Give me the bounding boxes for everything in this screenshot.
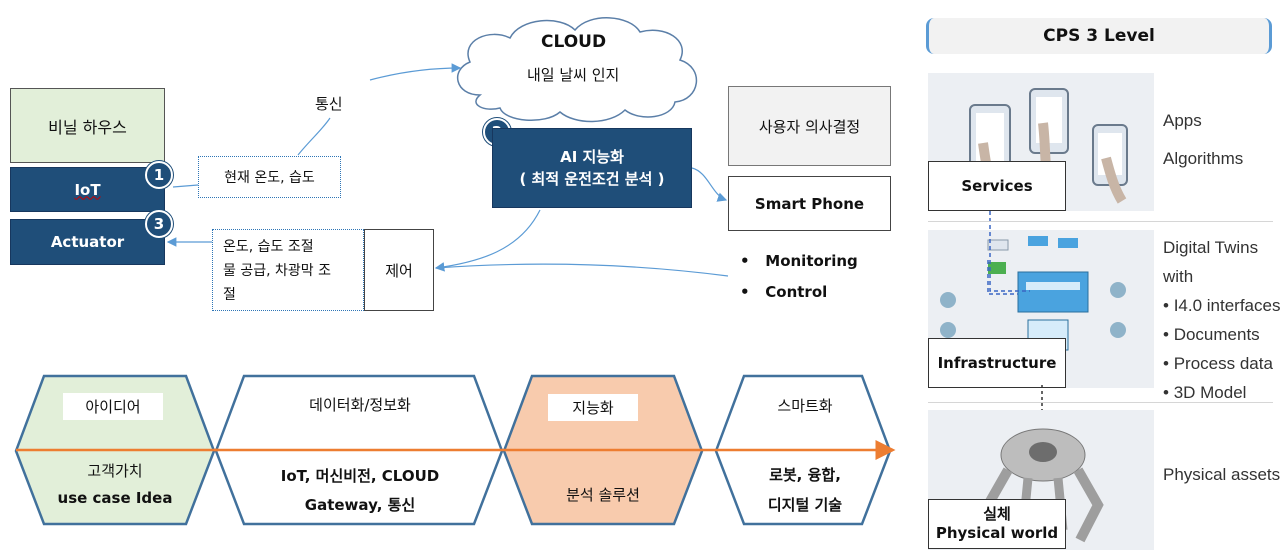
control-action-2: 물 공급, 차광막 조 [223,263,331,279]
ai-box: AI 지능화 ( 최적 운전조건 분석 ) [492,128,692,208]
stage-idea-body: 고객가치 use case Idea [25,458,205,512]
stage-data-line2: Gateway, 통신 [304,496,416,514]
level-divider-1 [928,221,1273,222]
stage-intel-body: 분석 솔루션 [566,486,640,504]
cloud-title: CLOUD [541,32,607,52]
legend-digital-twins: Digital Twins with [1163,238,1259,286]
current-state-label: 현재 온도, 습도 [224,170,315,186]
actuator-box: Actuator [10,219,165,265]
stage-smart-head: 스마트화 [777,397,833,415]
legend-algorithms: Algorithms [1163,149,1244,168]
bullet-list: • Monitoring • Control [740,246,858,308]
iot-box: IoT [10,167,165,212]
legend-apps: Apps [1163,111,1202,130]
greenhouse-box: 비닐 하우스 [10,88,165,163]
stage-data-head: 데이터화/정보화 [309,396,411,414]
badge-3: 3 [145,210,173,238]
stage-smart-line2: 디지털 기술 [767,496,843,514]
stage-idea-line1: 고객가치 [87,462,143,480]
stage-smart-line1: 로봇, 융합, [769,466,841,484]
ai-title: AI 지능화 [560,148,624,166]
current-state-box: 현재 온도, 습도 [198,156,341,198]
digital-twin-illustration [940,236,1126,351]
ai-subtitle: ( 최적 운전조건 분석 ) [519,170,665,188]
iot-label: IoT [74,180,101,199]
bullet-monitoring: • Monitoring [740,252,858,270]
phones-illustration [969,88,1128,204]
control-box: 제어 [364,229,434,311]
infrastructure-label: Infrastructure [928,338,1066,388]
legend-interfaces: • I4.0 interfaces [1163,296,1281,315]
services-legend: Apps Algorithms [1163,102,1243,178]
stage-idea-line2: use case Idea [57,489,173,507]
level-divider-2 [928,402,1273,403]
control-actions-box: 온도, 습도 조절 물 공급, 차광막 조 절 [212,229,364,311]
control-action-3: 절 [223,287,236,303]
legend-3d-model: • 3D Model [1163,383,1247,402]
stage-data-line1: IoT, 머신비전, CLOUD [280,467,440,485]
infrastructure-legend: Digital Twins with • I4.0 interfaces • D… [1163,233,1281,407]
cps-title-box: CPS 3 Level [926,18,1272,54]
level-connectors [989,211,1043,423]
physical-label-line1: 실체 [983,505,1011,523]
stage-intel-head: 지능화 [548,394,638,421]
comm-label: 통신 [315,95,343,113]
control-action-1: 온도, 습도 조절 [223,239,314,255]
cps-title: CPS 3 Level [1043,26,1155,46]
cloud-subtitle: 내일 날씨 인지 [527,66,620,84]
legend-documents: • Documents [1163,325,1260,344]
legend-process-data: • Process data [1163,354,1273,373]
services-label: Services [928,161,1066,211]
stage-data-body: IoT, 머신비전, CLOUD Gateway, 통신 [230,462,490,520]
connector-lines [166,17,729,277]
physical-legend: Physical assets [1163,460,1280,489]
user-decision-box: 사용자 의사결정 [728,86,891,166]
smartphone-box: Smart Phone [728,176,891,231]
physical-world-label: 실체 Physical world [928,499,1066,549]
physical-label-line2: Physical world [935,524,1059,542]
badge-1: 1 [145,161,173,189]
stage-idea-head: 아이디어 [63,393,163,420]
stage-smart-body: 로봇, 융합, 디지털 기술 [725,460,885,520]
cloud-shape [456,17,697,123]
legend-physical-assets: Physical assets [1163,465,1281,484]
bullet-control: • Control [740,283,828,301]
